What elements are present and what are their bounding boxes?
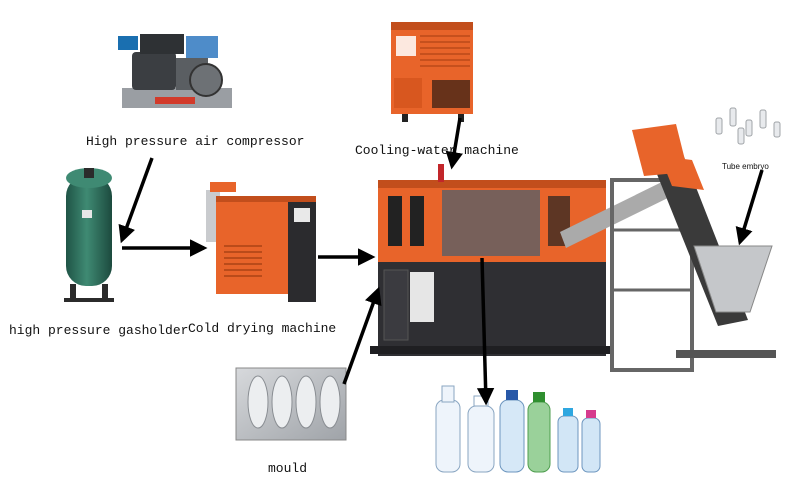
arrow-machine-to-bottles — [476, 257, 495, 406]
label-gasholder: high pressure gasholder — [9, 323, 189, 338]
gasholder-tank-image — [64, 168, 114, 302]
arrow-mould-to-machine — [342, 286, 382, 385]
label-mould: mould — [268, 461, 308, 476]
label-cold-drying-machine: Cold drying machine — [188, 321, 337, 336]
label-cooling-water-machine: Cooling-water machine — [355, 143, 519, 158]
label-air-compressor: High pressure air compressor — [86, 134, 305, 149]
tube-embryo-image — [715, 107, 781, 145]
arrow-embryo-to-hopper — [735, 169, 764, 246]
blow-moulding-machine-image — [370, 124, 776, 372]
arrow-cooling-to-machine — [445, 117, 463, 170]
bottles-image — [435, 385, 601, 473]
cooling-water-machine-image — [391, 22, 473, 122]
mould-image — [235, 367, 347, 441]
arrow-compressor-to-gasholder — [118, 157, 154, 244]
label-tube-embryo: Tube embryo — [722, 162, 769, 171]
air-compressor-image — [118, 34, 232, 108]
cold-drying-machine-image — [206, 182, 316, 302]
